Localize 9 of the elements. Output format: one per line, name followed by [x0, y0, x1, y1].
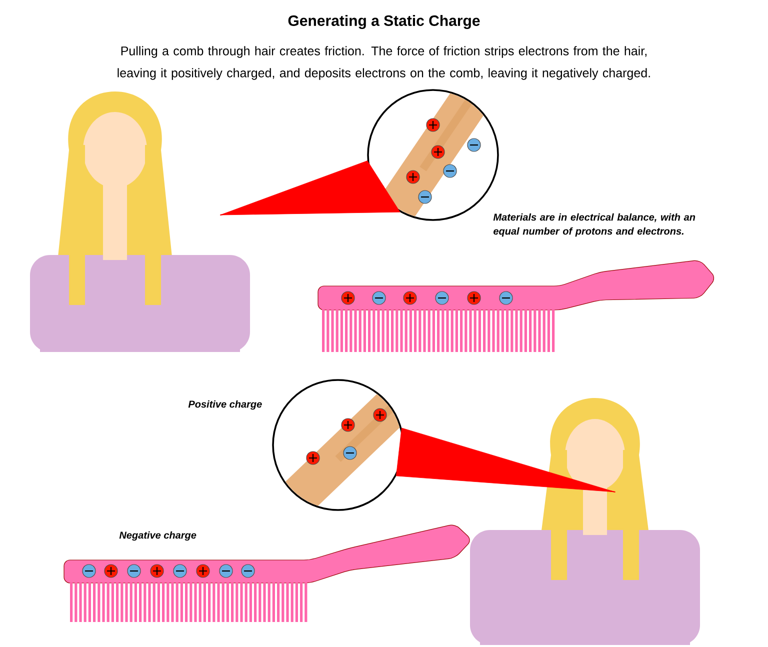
charge-label: Negative charge — [119, 531, 196, 541]
charge-label: Positive charge — [188, 400, 262, 410]
magnifier-beam — [396, 428, 616, 492]
person-silhouette — [30, 92, 250, 352]
annotation-text: Materials are in electrical balance, with an equal number of protons and electrons. — [493, 213, 696, 237]
title: Generating a Static Charge — [288, 14, 480, 30]
caption: Pulling a comb through hair creates friction. The force of friction strips electrons from the hair, leaving it positively charged, and deposits electrons on the comb, leaving it negatively charged. — [118, 46, 650, 80]
magnifier-beam — [220, 160, 400, 216]
person-silhouette — [470, 398, 700, 645]
